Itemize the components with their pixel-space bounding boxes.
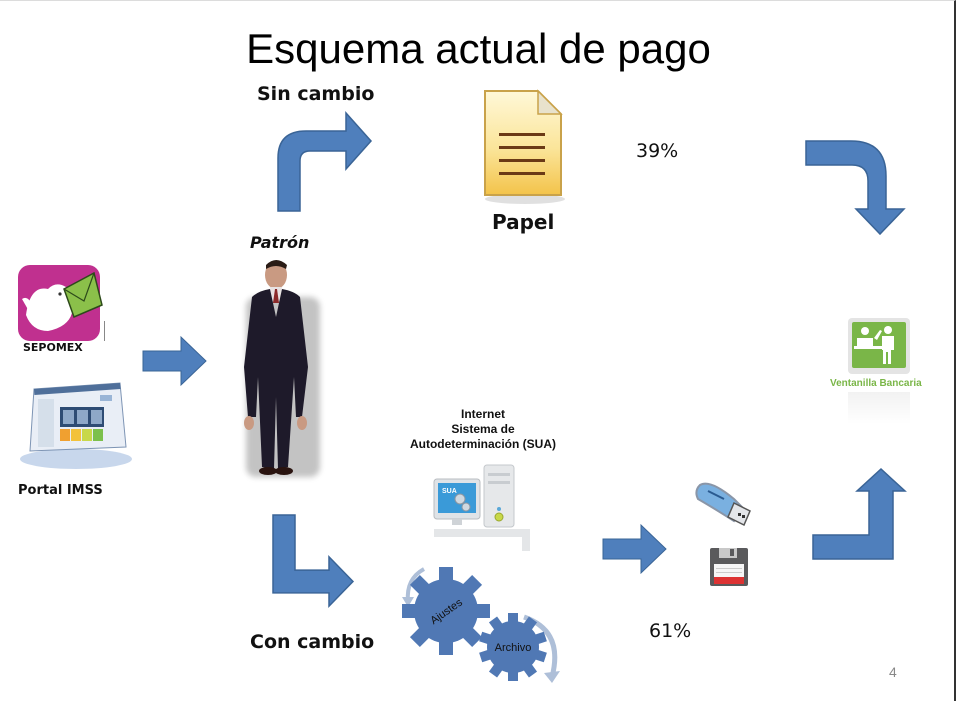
internet-label: Internet (460, 407, 505, 421)
patron-label: Patrón (250, 233, 310, 252)
sepomex-label: SEPOMEX (23, 341, 83, 354)
arrow-right-icon-bottom (602, 523, 667, 575)
sin-cambio-label: Sin cambio (257, 83, 375, 105)
page-number: 4 (889, 664, 897, 680)
floppy-disk-icon (710, 548, 748, 586)
percentage-39: 39% (636, 140, 679, 162)
usb-drive-icon (695, 482, 751, 527)
curved-arrow-up-right-icon (277, 111, 373, 212)
autodeterminacion-label: Autodeterminación (SUA) (409, 437, 556, 451)
ventanilla-bancaria-label: Ventanilla Bancaria (830, 378, 922, 389)
curved-arrow-right-down-icon (805, 140, 906, 236)
l-arrow-right-up-icon (812, 467, 907, 560)
bank-teller-window-icon (848, 318, 910, 374)
gears-process-icon: Ajustes Archivo (402, 567, 560, 683)
percentage-61: 61% (649, 620, 692, 642)
slide-title: Esquema actual de pago (246, 25, 711, 72)
paper-document-icon (484, 89, 565, 204)
arrow-right-icon (142, 335, 207, 387)
desktop-computer-icon: SUA (433, 464, 530, 551)
con-cambio-label: Con cambio (250, 631, 375, 653)
l-arrow-down-right-icon (272, 514, 355, 609)
sua-system-label: Internet Sistema de Autodeterminación (S… (393, 407, 573, 452)
gear-archivo-label: Archivo (495, 642, 532, 654)
portal-imss-screenshot-icon (20, 382, 132, 469)
bank-icon-reflection (848, 392, 910, 424)
sua-screen-label: SUA (442, 488, 457, 495)
portal-imss-label: Portal IMSS (18, 483, 103, 498)
sistema-de-label: Sistema de (451, 422, 515, 436)
businessman-figure-icon (244, 260, 320, 477)
papel-label: Papel (492, 210, 555, 234)
sepomex-logo-icon (18, 265, 105, 341)
